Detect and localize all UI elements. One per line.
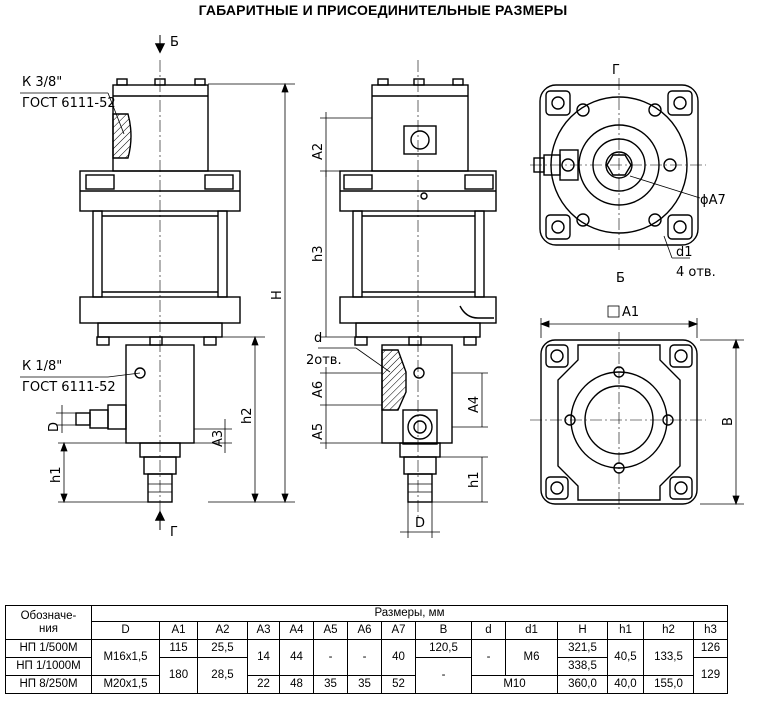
table-cell: - — [347, 639, 382, 676]
table-cell: 126 — [693, 639, 728, 658]
row-name: НП 1/500М — [5, 639, 92, 658]
row-name: НП 8/250М — [5, 675, 92, 694]
table-cell: M10 — [471, 675, 558, 694]
bottom-view-b — [540, 339, 698, 505]
dim-h1-mid-label: h1 — [467, 471, 482, 488]
dim-a5-label: A5 — [311, 423, 326, 440]
table-cell: 48 — [279, 675, 314, 694]
table-cell: 338,5 — [557, 657, 608, 676]
dim-a4-label: A4 — [467, 396, 482, 413]
table-cell: 28,5 — [197, 657, 248, 694]
thread-bottom-label-1: К 1/8" — [22, 359, 62, 374]
dim-h3-label: h3 — [311, 245, 326, 262]
side-view — [339, 60, 497, 518]
page-title: ГАБАРИТНЫЕ И ПРИСОЕДИНИТЕЛЬНЫЕ РАЗМЕРЫ — [198, 2, 568, 18]
dim-h2-label: h2 — [240, 407, 255, 424]
col-header: h3 — [693, 621, 728, 640]
technical-drawing: Б Г К 3/8" ГОСТ 6111-52 К 1/8" ГОСТ 6111… — [20, 35, 744, 540]
col-header: A3 — [247, 621, 280, 640]
dim-a2-label: A2 — [311, 143, 326, 160]
table-cell: 44 — [279, 639, 314, 676]
table-cell: 40 — [381, 639, 416, 676]
dim-d-label: d — [314, 331, 322, 346]
table-row: НП 1/500М M16x1,5 115 25,5 14 44 - - 40 … — [5, 639, 728, 676]
table-cell: 129 — [693, 657, 728, 694]
dim-4otv-label: 4 отв. — [676, 265, 716, 280]
col-header: h2 — [643, 621, 694, 640]
table-cell: 321,5 — [557, 639, 608, 658]
col-header: A1 — [159, 621, 198, 640]
table-cell: 52 — [381, 675, 416, 694]
col-header: A5 — [313, 621, 348, 640]
table-cell: 35 — [313, 675, 348, 694]
dim-d1-label: d1 — [676, 245, 693, 260]
table-cell: 35 — [347, 675, 382, 694]
col-header: d1 — [505, 621, 558, 640]
dim-h-label: H — [270, 290, 285, 300]
dim-a3-label: A3 — [211, 430, 226, 447]
table-cell: 25,5 — [197, 639, 248, 658]
dimensions-group-header: Размеры, мм — [91, 605, 728, 622]
col-header: A2 — [197, 621, 248, 640]
table-cell: - — [415, 657, 472, 694]
dim-b-label: B — [721, 417, 736, 426]
dim-a1-label: A1 — [622, 305, 639, 320]
col-header: A6 — [347, 621, 382, 640]
table-cell: 155,0 — [643, 675, 694, 694]
col-header: d — [471, 621, 506, 640]
table-cell: - — [471, 639, 506, 676]
thread-top-label-1: К 3/8" — [22, 75, 62, 90]
dim-d-left-label: D — [47, 422, 62, 432]
dim-h1-label: h1 — [49, 466, 64, 483]
section-b-top: Б — [170, 35, 179, 50]
dimensions-table: Обозначе-ния Размеры, мм D A1 A2 A3 A4 A… — [5, 605, 728, 694]
designation-header: Обозначе-ния — [5, 605, 92, 640]
table-cell: 360,0 — [557, 675, 608, 694]
col-header: A7 — [381, 621, 416, 640]
col-header: A4 — [279, 621, 314, 640]
table-cell: 40,0 — [607, 675, 644, 694]
section-g-bottom: Г — [170, 525, 178, 540]
dim-a6-label: A6 — [311, 381, 326, 398]
table-cell: - — [313, 639, 348, 676]
dim-phi-a7-label: ϕA7 — [700, 193, 726, 208]
table-cell: M20x1,5 — [91, 675, 160, 694]
table-cell: 22 — [247, 675, 280, 694]
col-header: B — [415, 621, 472, 640]
table-row: НП 1/1000М 180 28,5 - 338,5 129 — [5, 657, 728, 694]
table-cell: 14 — [247, 639, 280, 676]
dim-d-mid-label: D — [415, 516, 425, 531]
col-header: H — [557, 621, 608, 640]
table-cell: 180 — [159, 657, 198, 694]
table-row: НП 8/250М M20x1,5 22 48 35 35 52 M10 360… — [5, 675, 728, 694]
table-cell: 133,5 — [643, 639, 694, 676]
table-cell: M6 — [505, 639, 558, 676]
thread-bottom-label-2: ГОСТ 6111-52 — [22, 380, 116, 395]
table-cell: 115 — [159, 639, 198, 658]
dim-2otv-label: 2отв. — [306, 353, 342, 368]
col-header: D — [91, 621, 160, 640]
row-name: НП 1/1000М — [5, 657, 92, 676]
view-g-label: Г — [612, 63, 620, 78]
col-header: h1 — [607, 621, 644, 640]
table-cell: 120,5 — [415, 639, 472, 658]
table-cell: 40,5 — [607, 639, 644, 676]
thread-top-label-2: ГОСТ 6111-52 — [22, 96, 116, 111]
table-cell: M16x1,5 — [91, 639, 160, 676]
view-b-label: Б — [616, 271, 625, 286]
